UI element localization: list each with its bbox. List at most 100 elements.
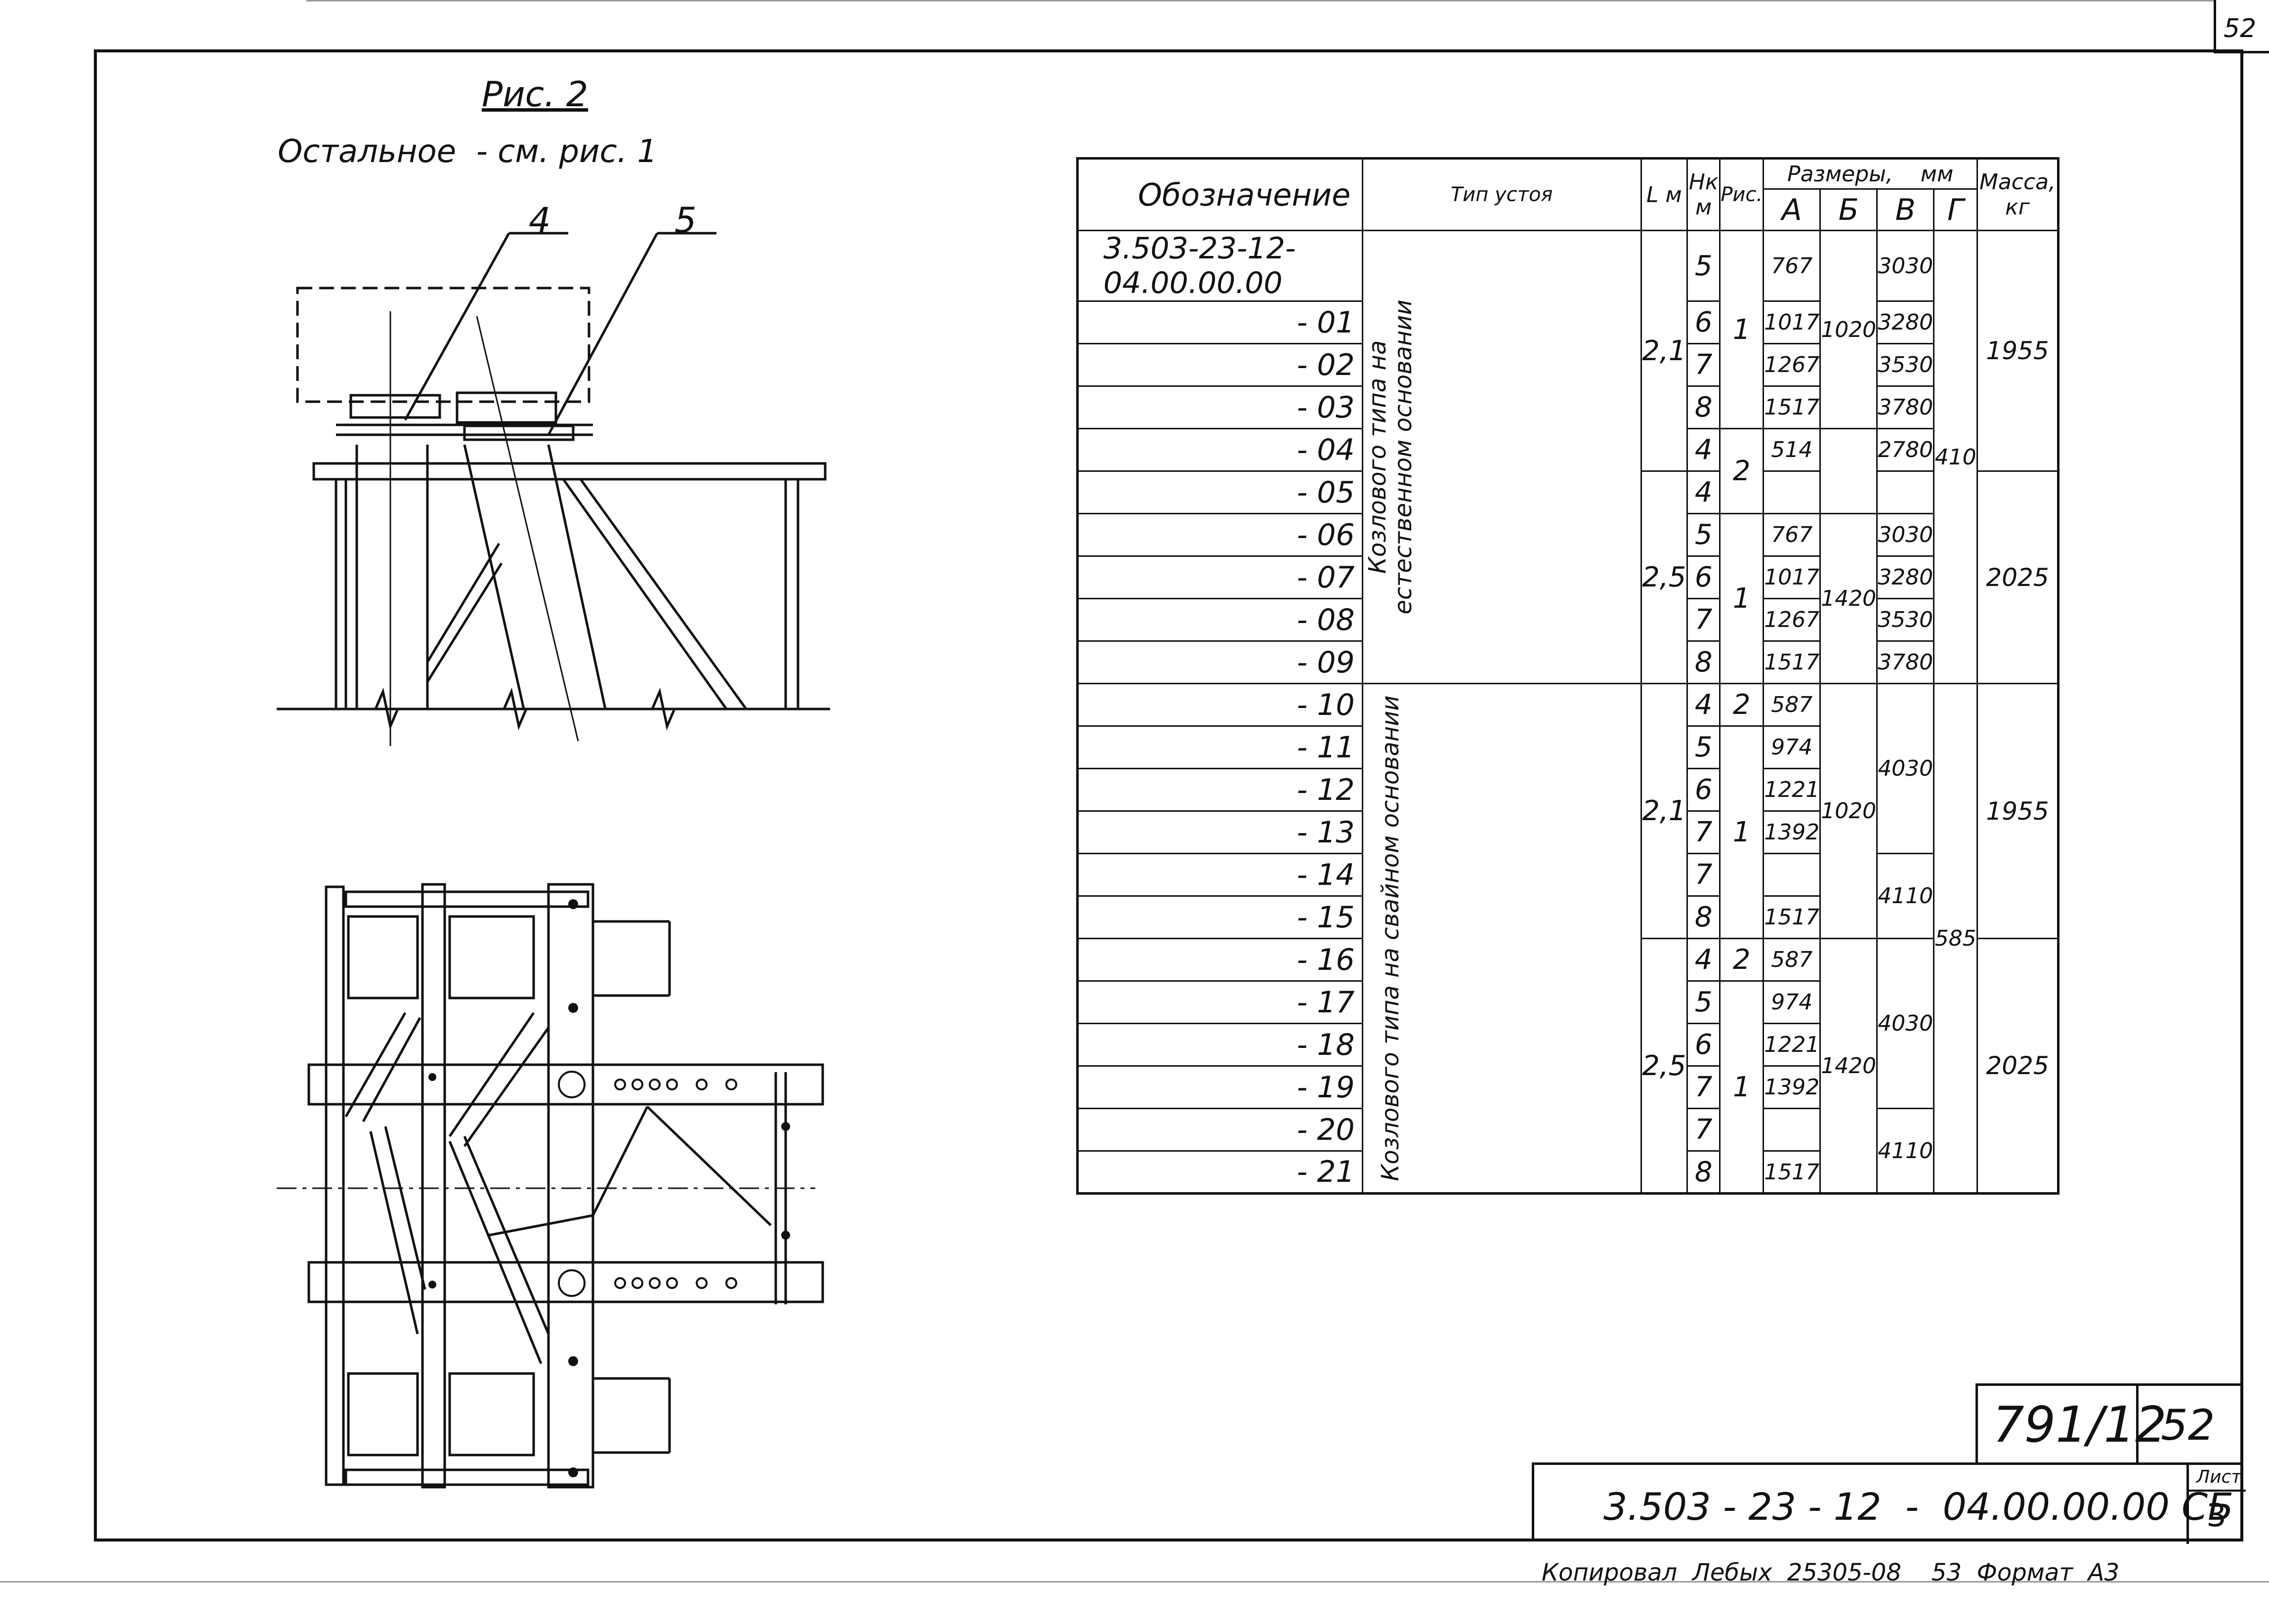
type-label: Козлового типа на естественном основании: [1363, 299, 1417, 615]
height-cell: 4: [1686, 470, 1721, 514]
dim-a-cell: 1517: [1763, 895, 1821, 939]
dim-g-cell: 585: [1933, 683, 1978, 1194]
designation-cell: - 01: [1077, 300, 1363, 344]
designation-cell: - 17: [1077, 980, 1363, 1024]
height-cell: 7: [1686, 598, 1721, 642]
dim-a-cell: 1267: [1763, 598, 1821, 642]
dim-a-cell: 767: [1763, 230, 1821, 302]
dim-v-cell: 4110: [1876, 853, 1935, 939]
header-a: А: [1763, 188, 1821, 231]
designation-cell: - 14: [1077, 853, 1363, 897]
title-block: 3.503 - 23 - 12 - 04.00.00.00 СБ Лист 3: [1532, 1462, 2246, 1544]
project-number-box: 791/12 52: [1975, 1383, 2243, 1465]
header-b: Б: [1819, 188, 1878, 231]
height-cell: 7: [1686, 853, 1721, 897]
header-length: L м: [1640, 158, 1688, 231]
height-cell: 6: [1686, 768, 1721, 812]
dim-a-cell: 587: [1763, 938, 1821, 982]
height-cell: 8: [1686, 895, 1721, 939]
dim-a-cell: 974: [1763, 725, 1821, 769]
sheet-number: 3: [2206, 1498, 2227, 1534]
designation-cell: - 13: [1077, 810, 1363, 854]
length-cell: 2,1: [1640, 683, 1688, 939]
type-cell: Козлового типа на свайном основании: [1361, 683, 1642, 1194]
corner-page-number: 52: [2224, 14, 2257, 43]
table-row: - 02 7 1267 3530: [1077, 343, 2059, 387]
designation-cell: - 09: [1077, 640, 1363, 684]
dim-v-cell: 2780: [1876, 428, 1935, 472]
corner-box: [2214, 0, 2269, 53]
dim-v-cell: 3780: [1876, 385, 1935, 429]
dim-a-cell: [1763, 1108, 1821, 1152]
table-row: - 12 6 1221: [1077, 768, 2059, 812]
fig-cell: 1: [1719, 980, 1765, 1194]
dim-a-cell: 514: [1763, 428, 1821, 472]
dim-v-cell: 3030: [1876, 230, 1935, 302]
dim-b-cell: 1020: [1819, 683, 1878, 939]
mass-cell: 1955: [1976, 683, 2059, 939]
dim-v-cell: 3030: [1876, 513, 1935, 557]
dim-b-cell: 1420: [1819, 513, 1878, 684]
dim-v-cell: [1876, 470, 1935, 514]
header-height: Нк м: [1686, 158, 1721, 231]
designation-cell: - 21: [1077, 1150, 1363, 1194]
designation-cell: 3.503-23-12-04.00.00.00: [1077, 230, 1363, 302]
dim-v-cell: 3530: [1876, 598, 1935, 642]
height-cell: 7: [1686, 343, 1721, 387]
dim-g-cell: 410: [1933, 230, 1978, 684]
bottom-edge-line: [0, 1581, 2269, 1582]
dim-v-cell: 3280: [1876, 555, 1935, 599]
designation-cell: - 12: [1077, 768, 1363, 812]
dim-a-cell: 1017: [1763, 555, 1821, 599]
dim-v-cell: 4110: [1876, 1108, 1935, 1194]
dim-a-cell: 1221: [1763, 768, 1821, 812]
designation-cell: - 02: [1077, 343, 1363, 387]
dim-v-cell: 4030: [1876, 938, 1935, 1109]
designation-cell: - 07: [1077, 555, 1363, 599]
designation-cell: - 18: [1077, 1023, 1363, 1067]
dim-a-cell: 974: [1763, 980, 1821, 1024]
height-cell: 7: [1686, 810, 1721, 854]
table-row: - 14 7 4110: [1077, 853, 2059, 939]
fig-cell: 2: [1719, 428, 1765, 514]
project-number-divider: [2136, 1386, 2139, 1465]
designation-cell: - 04: [1077, 428, 1363, 472]
mass-cell: 2025: [1976, 470, 2059, 684]
dim-a-cell: [1763, 470, 1821, 514]
height-cell: 7: [1686, 1065, 1721, 1109]
dim-a-cell: 1392: [1763, 1065, 1821, 1109]
dim-v-cell: 3530: [1876, 343, 1935, 387]
mass-cell: 1955: [1976, 230, 2059, 472]
dim-a-cell: 587: [1763, 683, 1821, 727]
dim-b-cell: [1819, 428, 1878, 514]
designation-cell: - 03: [1077, 385, 1363, 429]
header-fig: Рис.: [1719, 158, 1765, 231]
fig-cell: 1: [1719, 513, 1765, 684]
designation-cell: - 16: [1077, 938, 1363, 982]
designation-cell: - 06: [1077, 513, 1363, 557]
designation-cell: - 11: [1077, 725, 1363, 769]
dim-a-cell: 1267: [1763, 343, 1821, 387]
height-cell: 5: [1686, 725, 1721, 769]
type-cell: Козлового типа на естественном основании: [1361, 230, 1642, 684]
sheet-frame: [94, 49, 2243, 1541]
designation-cell: - 10: [1077, 683, 1363, 727]
mass-cell: 2025: [1976, 938, 2059, 1194]
height-cell: 5: [1686, 513, 1721, 557]
dim-v-cell: 3280: [1876, 300, 1935, 344]
length-cell: 2,5: [1640, 470, 1688, 684]
height-cell: 8: [1686, 640, 1721, 684]
length-cell: 2,1: [1640, 230, 1688, 472]
header-mass: Масса, кг: [1976, 158, 2059, 231]
sheet-divider-h: [2186, 1490, 2246, 1492]
